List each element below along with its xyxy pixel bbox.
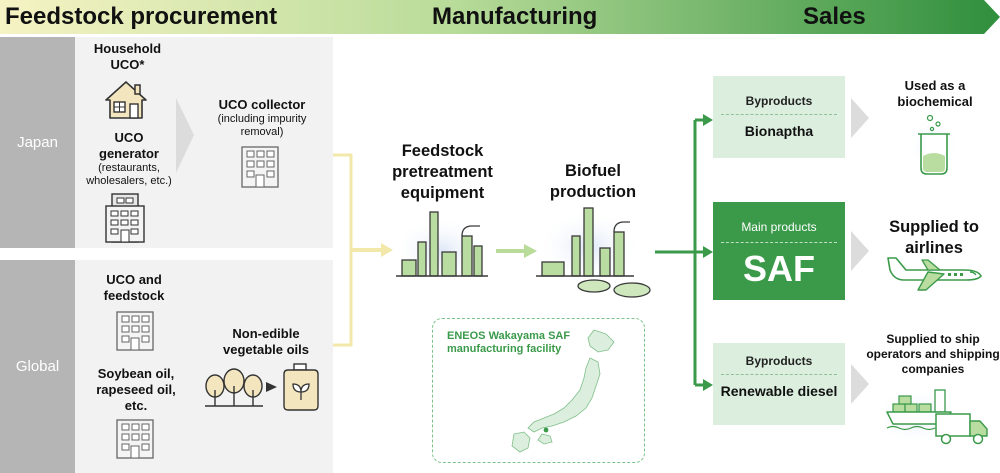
chevron-right-icon [176,98,194,173]
pretreatment-label: Feedstock pretreatment equipment [392,142,493,202]
renewable-diesel-box: Byproducts Renewable diesel [713,343,845,425]
uco-feedstock-label: UCO and feedstock [103,272,165,303]
building-icon [241,146,279,188]
saf-label: SAF [743,248,815,289]
non-edible-label: Non-edible vegetable oils [223,326,309,357]
uco-generator-note: (restaurants, wholesalers, etc.) [86,162,172,187]
header-manufacturing: Manufacturing [432,3,598,30]
byproducts-label: Byproducts [745,94,813,108]
ship-label: Supplied to ship operators and shipping … [866,332,1000,376]
main-products-label: Main products [741,220,817,234]
region-global: Global [0,260,75,473]
japan-map-icon [511,329,615,453]
biochemical-label: Used as a biochemical [897,78,973,109]
arrow-right-icon [496,244,537,258]
building-icon [116,311,154,351]
oil-can-icon [283,363,319,411]
chevron-right-icon [851,364,869,404]
truck-icon [935,413,988,445]
divider [721,374,837,375]
forest-icon [205,368,263,407]
header-feedstock: Feedstock procurement [5,3,278,30]
biofuel-label: Biofuel production [549,162,637,201]
airlines-label: Supplied to airlines [889,218,979,257]
bionaptha-box: Byproducts Bionaptha [713,76,845,158]
airplane-icon [887,257,982,291]
facility-label: ENEOS Wakayama SAF manufacturing facilit… [447,330,571,355]
refinery-icon [392,211,492,282]
arrow-right-icon [266,382,277,392]
house-icon [105,81,147,119]
household-uco-label: Household UCO* [93,41,162,72]
divider [721,114,837,115]
procurement-connector [333,153,393,347]
building-icon [116,419,154,459]
refinery-icon [536,207,651,298]
chevron-right-icon [851,98,869,138]
beaker-icon [910,114,958,176]
header-band: Feedstock procurement Manufacturing Sale… [0,0,1000,34]
sales-connector [655,114,713,391]
bionaptha-label: Bionaptha [744,123,814,139]
uco-collector-note: (including impurity removal) [217,113,307,138]
building-icon [105,193,145,243]
renewable-diesel-label: Renewable diesel [720,383,838,399]
saf-box: Main products SAF [713,202,845,300]
chevron-right-icon [851,231,869,271]
header-sales: Sales [803,3,866,30]
uco-collector-label: UCO collector [218,97,306,112]
divider [721,242,837,243]
byproducts-label: Byproducts [745,354,813,368]
header-gradient-arrow [0,0,1000,34]
uco-generator-label: UCO generator [99,130,159,161]
soy-rape-label: Soybean oil, rapeseed oil, etc. [96,366,176,413]
region-japan: Japan [0,37,75,248]
